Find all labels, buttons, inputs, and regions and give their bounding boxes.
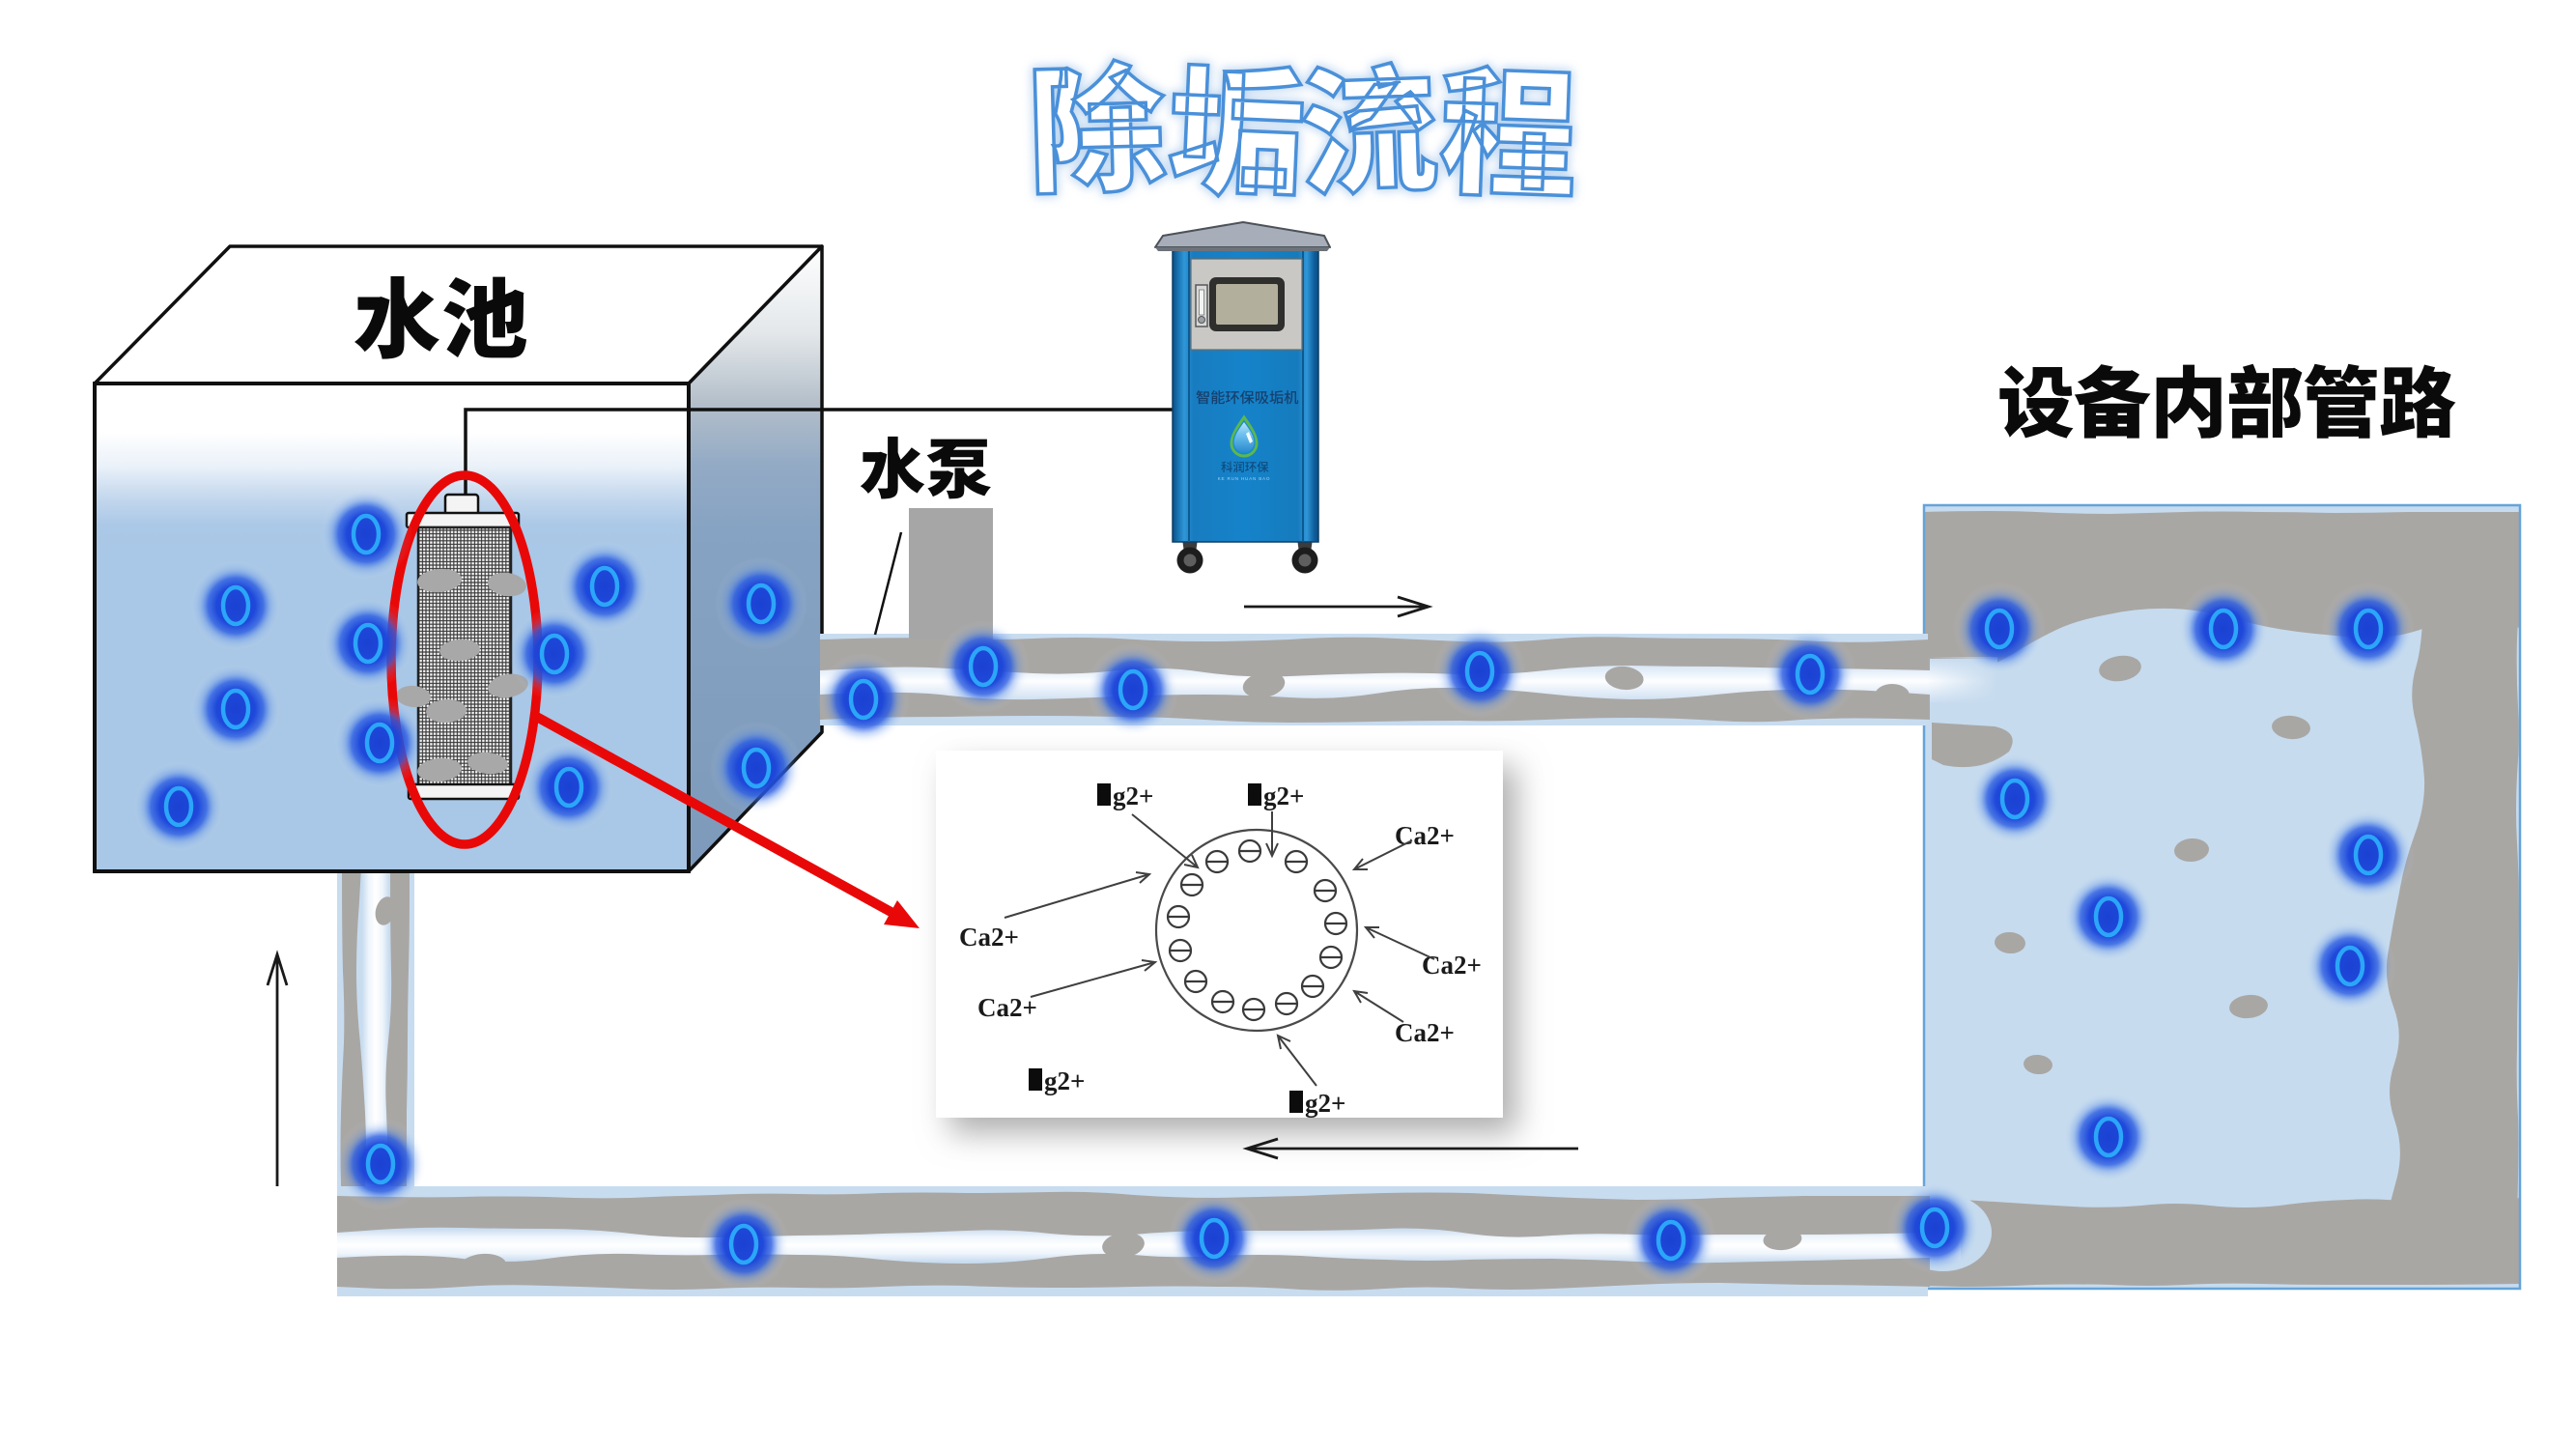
svg-text:Ca2+: Ca2+ <box>959 923 1019 952</box>
svg-text:g2+: g2+ <box>1263 781 1304 810</box>
svg-text:g2+: g2+ <box>1305 1089 1345 1118</box>
svg-text:Ca2+: Ca2+ <box>1395 1018 1455 1047</box>
svg-text:g2+: g2+ <box>1044 1066 1085 1095</box>
svg-text:Ca2+: Ca2+ <box>1395 821 1455 850</box>
svg-text:Ca2+: Ca2+ <box>977 993 1037 1022</box>
svg-text:KE RUN HUAN BAO: KE RUN HUAN BAO <box>1218 476 1271 481</box>
svg-text:Ca2+: Ca2+ <box>1422 951 1482 980</box>
svg-text:g2+: g2+ <box>1113 781 1153 810</box>
